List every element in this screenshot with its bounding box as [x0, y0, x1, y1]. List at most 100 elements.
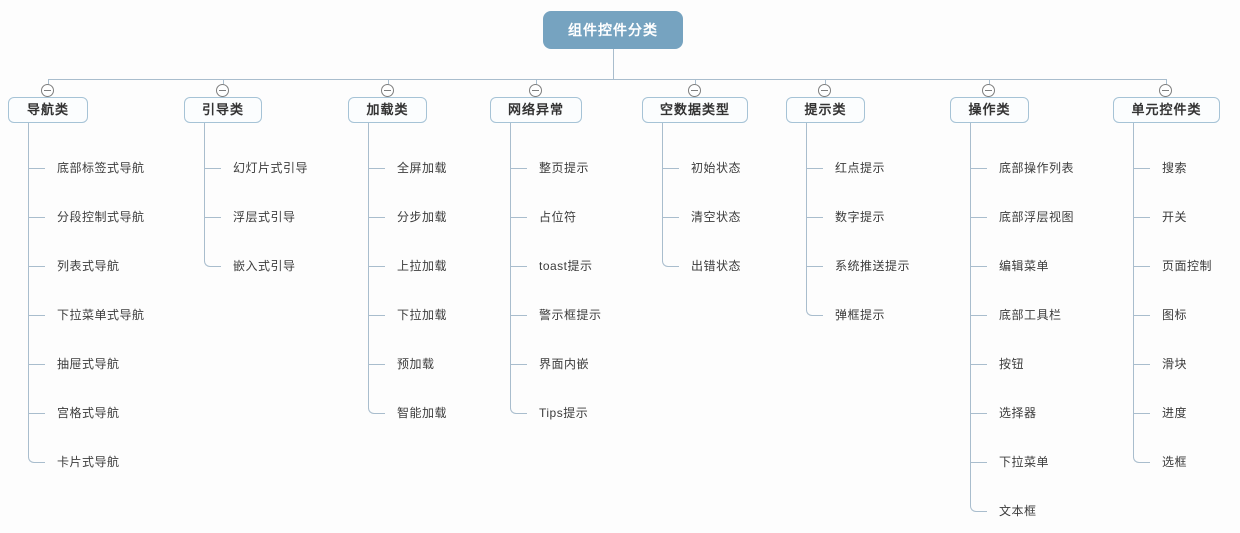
branch-network-error: 网络异常 整页提示 占位符 toast提示 警示框提示 界面内嵌 Tips提示 [490, 0, 670, 533]
leaf-node[interactable]: 整页提示 [539, 161, 590, 175]
leaf-node[interactable]: 卡片式导航 [57, 455, 120, 469]
leaf-node[interactable]: 界面内嵌 [539, 357, 590, 371]
leaf-node[interactable]: 底部标签式导航 [57, 161, 145, 175]
leaf-node[interactable]: 上拉加载 [397, 259, 448, 273]
leaf-node[interactable]: 分段控制式导航 [57, 210, 145, 224]
leaf-connector-line [1133, 413, 1150, 414]
collapse-minus-icon[interactable] [216, 84, 229, 97]
leaf-node[interactable]: 开关 [1162, 210, 1188, 224]
branch-trunk-line [510, 123, 527, 414]
leaf-node[interactable]: 浮层式引导 [233, 210, 296, 224]
leaf-node[interactable]: 占位符 [539, 210, 577, 224]
leaf-node[interactable]: 警示框提示 [539, 308, 602, 322]
category-node[interactable]: 提示类 [786, 97, 865, 123]
leaf-connector-line [368, 266, 385, 267]
leaf-node[interactable]: 滑块 [1162, 357, 1188, 371]
connector-line [989, 79, 990, 84]
leaf-connector-line [368, 315, 385, 316]
leaf-node[interactable]: 按钮 [999, 357, 1025, 371]
leaf-node[interactable]: 嵌入式引导 [233, 259, 296, 273]
leaf-node[interactable]: 进度 [1162, 406, 1188, 420]
category-node[interactable]: 加载类 [348, 97, 427, 123]
leaf-node[interactable]: 智能加载 [397, 406, 448, 420]
leaf-node[interactable]: 系统推送提示 [835, 259, 911, 273]
leaf-node[interactable]: 预加载 [397, 357, 435, 371]
leaf-node[interactable]: 抽屉式导航 [57, 357, 120, 371]
collapse-minus-icon[interactable] [688, 84, 701, 97]
leaf-connector-line [510, 364, 527, 365]
leaf-node[interactable]: 下拉菜单式导航 [57, 308, 145, 322]
leaf-connector-line [970, 168, 987, 169]
collapse-minus-icon[interactable] [818, 84, 831, 97]
leaf-connector-line [662, 168, 679, 169]
leaf-connector-line [368, 364, 385, 365]
leaf-node[interactable]: 幻灯片式引导 [233, 161, 309, 175]
leaf-node[interactable]: 数字提示 [835, 210, 886, 224]
branch-trunk-line [28, 123, 45, 463]
collapse-minus-icon[interactable] [381, 84, 394, 97]
connector-line [388, 79, 389, 84]
leaf-node[interactable]: 红点提示 [835, 161, 886, 175]
category-node[interactable]: 引导类 [184, 97, 262, 123]
leaf-connector-line [806, 168, 823, 169]
leaf-connector-line [970, 462, 987, 463]
branch-notification: 提示类 红点提示 数字提示 系统推送提示 弹框提示 [786, 0, 966, 533]
leaf-connector-line [28, 413, 45, 414]
leaf-node[interactable]: Tips提示 [539, 406, 589, 420]
leaf-connector-line [1133, 266, 1150, 267]
leaf-node[interactable]: 全屏加载 [397, 161, 448, 175]
leaf-connector-line [970, 266, 987, 267]
category-node[interactable]: 空数据类型 [642, 97, 748, 123]
leaf-connector-line [28, 217, 45, 218]
leaf-node[interactable]: 选择器 [999, 406, 1037, 420]
leaf-node[interactable]: toast提示 [539, 259, 593, 273]
leaf-node[interactable]: 清空状态 [691, 210, 742, 224]
leaf-node[interactable]: 图标 [1162, 308, 1188, 322]
branch-trunk-line [1133, 123, 1150, 463]
collapse-minus-icon[interactable] [41, 84, 54, 97]
leaf-node[interactable]: 下拉菜单 [999, 455, 1050, 469]
root-node[interactable]: 组件控件分类 [543, 11, 683, 49]
connector-line [825, 79, 826, 84]
leaf-node[interactable]: 编辑菜单 [999, 259, 1050, 273]
leaf-connector-line [510, 266, 527, 267]
leaf-node[interactable]: 底部操作列表 [999, 161, 1075, 175]
branch-trunk-line [204, 123, 221, 267]
leaf-connector-line [368, 168, 385, 169]
branch-trunk-line [806, 123, 823, 316]
connector-line [1166, 79, 1167, 84]
branch-guidance: 引导类 幻灯片式引导 浮层式引导 嵌入式引导 [184, 0, 364, 533]
category-node[interactable]: 网络异常 [490, 97, 582, 123]
leaf-node[interactable]: 搜索 [1162, 161, 1188, 175]
collapse-minus-icon[interactable] [529, 84, 542, 97]
leaf-node[interactable]: 宫格式导航 [57, 406, 120, 420]
leaf-connector-line [970, 364, 987, 365]
leaf-connector-line [806, 266, 823, 267]
leaf-node[interactable]: 出错状态 [691, 259, 742, 273]
leaf-connector-line [510, 315, 527, 316]
category-node[interactable]: 单元控件类 [1113, 97, 1220, 123]
leaf-node[interactable]: 下拉加载 [397, 308, 448, 322]
leaf-connector-line [806, 217, 823, 218]
category-node[interactable]: 操作类 [950, 97, 1029, 123]
leaf-connector-line [1133, 364, 1150, 365]
leaf-node[interactable]: 选框 [1162, 455, 1188, 469]
leaf-node[interactable]: 列表式导航 [57, 259, 120, 273]
root-connector-line [613, 49, 614, 79]
leaf-connector-line [368, 217, 385, 218]
leaf-node[interactable]: 初始状态 [691, 161, 742, 175]
leaf-node[interactable]: 底部工具栏 [999, 308, 1062, 322]
leaf-connector-line [510, 217, 527, 218]
leaf-node[interactable]: 底部浮层视图 [999, 210, 1075, 224]
category-node[interactable]: 导航类 [8, 97, 88, 123]
branch-trunk-line [662, 123, 679, 267]
leaf-node[interactable]: 分步加载 [397, 210, 448, 224]
branch-action: 操作类 底部操作列表 底部浮层视图 编辑菜单 底部工具栏 按钮 选择器 下拉菜单… [950, 0, 1130, 533]
branch-trunk-line [970, 123, 987, 512]
leaf-node[interactable]: 弹框提示 [835, 308, 886, 322]
leaf-node[interactable]: 页面控制 [1162, 259, 1213, 273]
collapse-minus-icon[interactable] [982, 84, 995, 97]
leaf-node[interactable]: 文本框 [999, 504, 1037, 518]
collapse-minus-icon[interactable] [1159, 84, 1172, 97]
branch-trunk-line [368, 123, 385, 414]
